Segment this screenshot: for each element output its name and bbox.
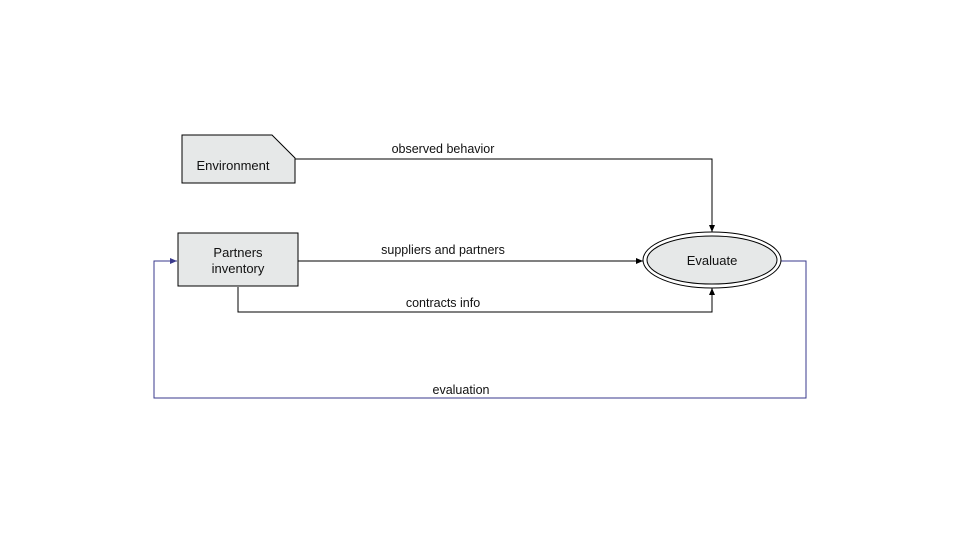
partners-inventory-label-line2: inventory [212,261,265,276]
node-partners-inventory: Partners inventory [177,232,299,287]
edge-suppliers-and-partners: suppliers and partners [298,243,643,264]
edge-observed-behavior-line [295,158,715,232]
environment-label: Environment [197,158,270,173]
node-evaluate: Evaluate [642,231,782,289]
evaluate-inner-ellipse [646,235,778,285]
node-environment: Environment [181,134,296,184]
edge-observed-behavior: observed behavior [295,142,715,232]
partners-inventory-label-line1: Partners [213,245,263,260]
environment-shape [181,134,296,184]
edge-contracts-info-label: contracts info [406,296,480,310]
edge-evaluation-label: evaluation [433,383,490,397]
edge-contracts-info-line [237,287,715,313]
edge-evaluation-line [153,258,807,399]
partners-inventory-shape [177,232,299,287]
edge-observed-behavior-label: observed behavior [392,142,495,156]
edge-suppliers-and-partners-label: suppliers and partners [381,243,505,257]
edge-evaluation: evaluation [153,258,807,399]
evaluate-label: Evaluate [687,253,738,268]
edge-contracts-info: contracts info [237,287,715,313]
